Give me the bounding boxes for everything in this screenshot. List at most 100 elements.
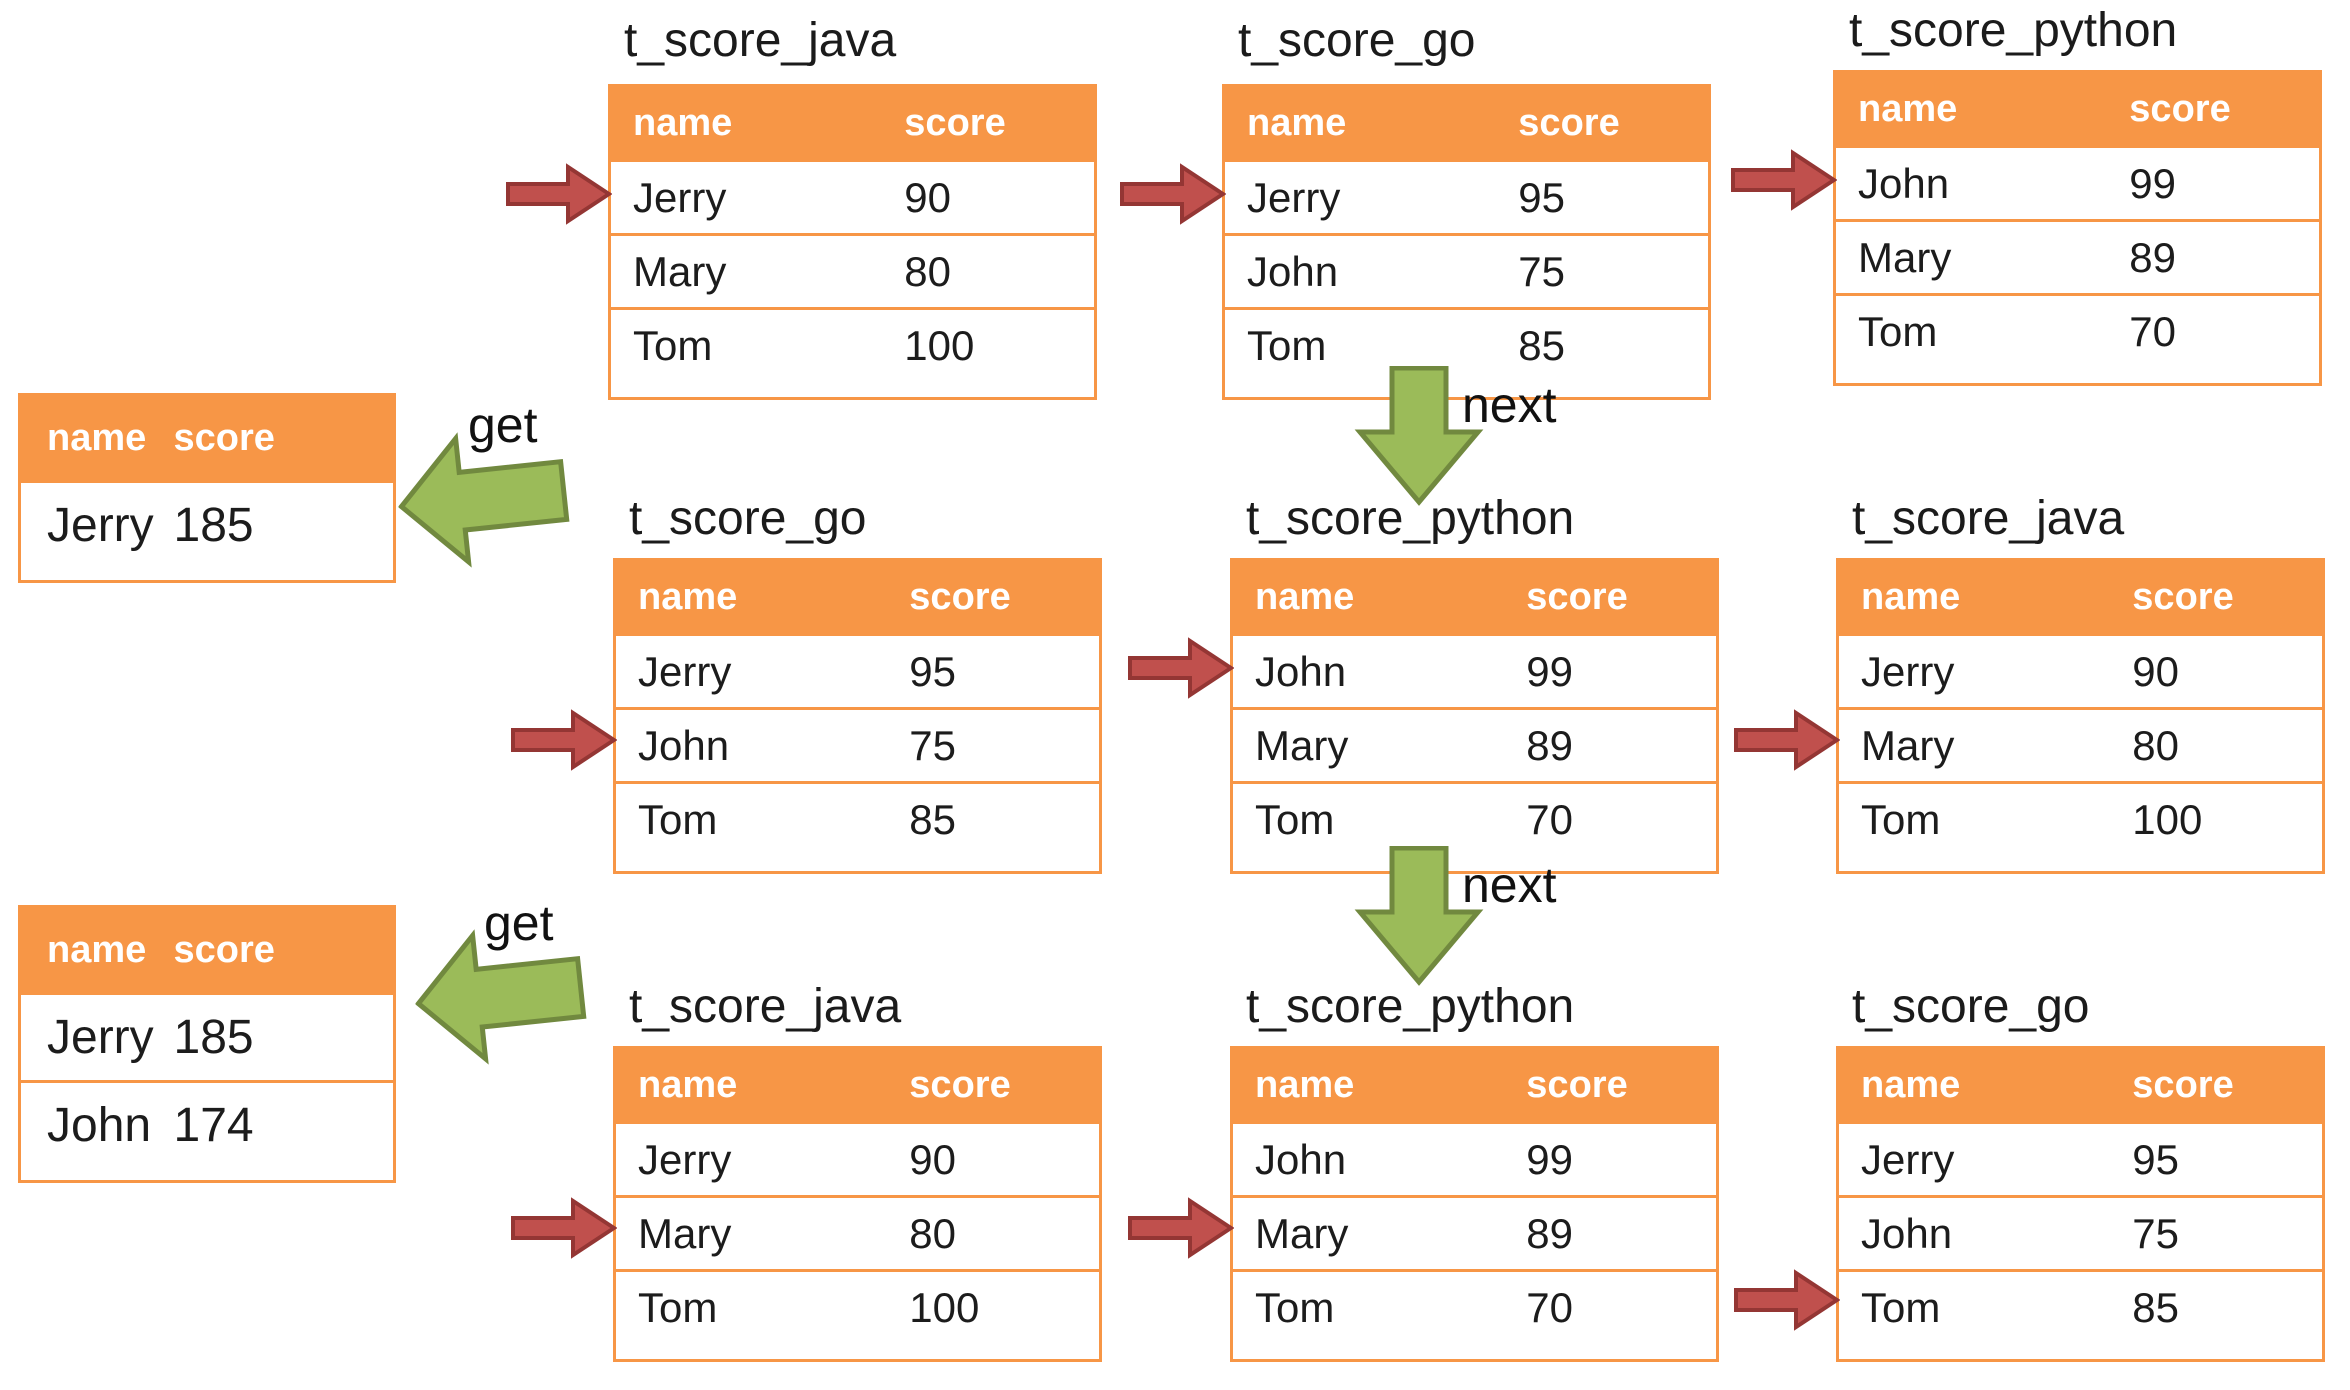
- cell-name: Tom: [1255, 795, 1335, 843]
- table-bottom-padding: [21, 1168, 393, 1180]
- table-bottom-padding: [1233, 855, 1716, 871]
- table-header: name score: [616, 1049, 1099, 1121]
- cell-score: 75: [1518, 247, 1566, 295]
- column-header-score: score: [2129, 87, 2231, 130]
- cell-score: 100: [2132, 795, 2203, 843]
- table-row: Tom 85: [1225, 307, 1708, 381]
- cell-name: John: [1247, 247, 1339, 295]
- row-cursor-arrow-icon: [1731, 149, 1837, 211]
- cell-score: 100: [909, 1283, 980, 1331]
- cell-score: 90: [904, 173, 952, 221]
- cell-score: 75: [2132, 1209, 2180, 1257]
- result-row: Jerry 185: [21, 992, 393, 1080]
- cell-score: 89: [2129, 233, 2177, 281]
- cell-score: 99: [1526, 647, 1574, 695]
- table-row: John 99: [1233, 1121, 1716, 1195]
- row-cursor-arrow-icon: [506, 163, 612, 225]
- cell-name: Jerry: [638, 1135, 732, 1183]
- table-row: Jerry 90: [611, 159, 1094, 233]
- column-header-name: name: [47, 928, 147, 971]
- table-row: Jerry 95: [616, 633, 1099, 707]
- table-row: Tom 70: [1233, 1269, 1716, 1343]
- cell-score: 95: [2132, 1135, 2180, 1183]
- score-table: name score John 99 Mary 89 Tom 70: [1230, 558, 1719, 874]
- column-header-score: score: [173, 416, 275, 459]
- column-header-score: score: [173, 928, 275, 971]
- cell-name: Jerry: [1247, 173, 1341, 221]
- table-header: name score: [1839, 561, 2322, 633]
- result-row: John 174: [21, 1080, 393, 1168]
- cell-score: 80: [909, 1209, 957, 1257]
- table-header: name score: [1233, 561, 1716, 633]
- get-label: get: [468, 397, 538, 453]
- score-table: name score Jerry 95 John 75 Tom 85: [613, 558, 1102, 874]
- cell-name: Tom: [1861, 1283, 1941, 1331]
- table-row: Jerry 95: [1225, 159, 1708, 233]
- cell-score: 100: [904, 321, 975, 369]
- cell-score: 185: [173, 499, 254, 552]
- table-header: name score: [1836, 73, 2319, 145]
- cell-score: 80: [2132, 721, 2180, 769]
- table-row: Tom 70: [1233, 781, 1716, 855]
- score-table: name score Jerry 90 Mary 80 Tom 100: [1836, 558, 2325, 874]
- score-table: name score Jerry 90 Mary 80 Tom 100: [608, 84, 1097, 400]
- table-title: t_score_python: [1246, 980, 1575, 1033]
- table-bottom-padding: [21, 568, 393, 580]
- column-header-score: score: [904, 101, 1006, 144]
- column-header-name: name: [1858, 87, 1958, 130]
- cell-score: 99: [2129, 159, 2177, 207]
- cell-score: 70: [1526, 1283, 1574, 1331]
- cell-score: 89: [1526, 1209, 1574, 1257]
- table-row: Mary 89: [1233, 1195, 1716, 1269]
- table-header: name score: [21, 908, 393, 992]
- table-row: John 75: [1839, 1195, 2322, 1269]
- table-title: t_score_go: [1238, 14, 1476, 67]
- cell-name: Tom: [638, 1283, 718, 1331]
- cell-score: 75: [909, 721, 957, 769]
- cell-name: John: [47, 1099, 152, 1152]
- result-table: name score Jerry 185 John 174: [18, 905, 396, 1183]
- table-row: Mary 80: [611, 233, 1094, 307]
- column-header-score: score: [909, 575, 1011, 618]
- cell-score: 89: [1526, 721, 1574, 769]
- cell-name: John: [1858, 159, 1950, 207]
- column-header-score: score: [909, 1063, 1011, 1106]
- cell-name: Mary: [1255, 1209, 1349, 1257]
- next-arrow-icon: [1354, 366, 1484, 506]
- cell-score: 70: [1526, 795, 1574, 843]
- get-arrow-icon: [414, 929, 587, 1065]
- table-row: John 99: [1836, 145, 2319, 219]
- table-bottom-padding: [1233, 1343, 1716, 1359]
- table-header: name score: [1225, 87, 1708, 159]
- column-header-name: name: [1861, 1063, 1961, 1106]
- table-row: Mary 89: [1233, 707, 1716, 781]
- column-header-name: name: [633, 101, 733, 144]
- result-table: name score Jerry 185: [18, 393, 396, 583]
- row-cursor-arrow-icon: [511, 709, 617, 771]
- table-title: t_score_go: [1852, 980, 2090, 1033]
- cell-score: 85: [2132, 1283, 2180, 1331]
- table-row: John 75: [616, 707, 1099, 781]
- cell-name: John: [1255, 1135, 1347, 1183]
- column-header-score: score: [1518, 101, 1620, 144]
- cell-name: Tom: [1858, 307, 1938, 355]
- table-header: name score: [21, 396, 393, 480]
- table-bottom-padding: [1839, 855, 2322, 871]
- cell-score: 70: [2129, 307, 2177, 355]
- cell-name: Mary: [638, 1209, 732, 1257]
- table-row: Tom 100: [1839, 781, 2322, 855]
- get-label: get: [484, 895, 554, 951]
- next-label: next: [1462, 857, 1557, 913]
- row-cursor-arrow-icon: [1120, 163, 1226, 225]
- row-cursor-arrow-icon: [1128, 1197, 1234, 1259]
- cell-name: Mary: [1861, 721, 1955, 769]
- table-row: Mary 80: [1839, 707, 2322, 781]
- table-bottom-padding: [1836, 367, 2319, 383]
- cell-name: Jerry: [47, 1011, 154, 1064]
- table-row: John 75: [1225, 233, 1708, 307]
- cell-score: 185: [173, 1011, 254, 1064]
- row-cursor-arrow-icon: [511, 1197, 617, 1259]
- result-row: Jerry 185: [21, 480, 393, 568]
- cell-score: 99: [1526, 1135, 1574, 1183]
